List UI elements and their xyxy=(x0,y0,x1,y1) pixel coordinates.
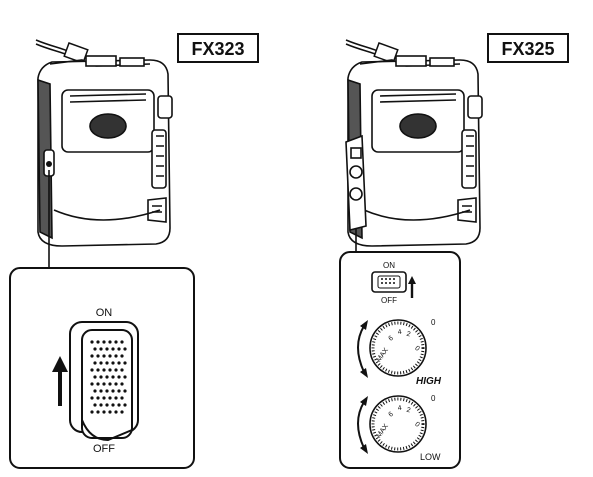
fx323-slide-switch xyxy=(69,321,139,442)
fx325-model-label: FX325 xyxy=(501,39,554,59)
fx325-low-dial-mark-4: 4 xyxy=(397,405,402,413)
fx325-high-dial-mark-4: 4 xyxy=(397,329,402,337)
fx325-low-label: LOW xyxy=(420,452,441,462)
fx323-body-switch xyxy=(43,149,55,177)
fx325-low-dial-mark-2: 2 xyxy=(406,407,412,415)
fx325-side-panel xyxy=(345,134,367,232)
fx325-small-up-arrow xyxy=(408,276,416,298)
fx323-up-arrow xyxy=(52,356,68,406)
fx325-headphone-plug xyxy=(345,39,399,64)
fx325-low-dial-min: 0 xyxy=(413,421,421,429)
fx325-label-box: FX325 xyxy=(487,33,569,63)
fx325-low-dial-mark-6: 6 xyxy=(388,411,395,419)
fx323-switch-grip xyxy=(90,340,127,414)
fx325-high-dial: 6 4 2 MAX 0 0 HIGH xyxy=(357,318,442,387)
fx325-high-dial-mark-6: 6 xyxy=(388,335,395,343)
fx325-high-label: HIGH xyxy=(416,376,442,387)
fx323-player-body xyxy=(37,55,173,247)
fx323-group: FX323 xyxy=(9,33,259,469)
fx323-switch-off-label: OFF xyxy=(93,443,115,455)
fx325-high-dial-mark-2: 2 xyxy=(406,331,412,339)
fx325-small-switch xyxy=(371,271,407,293)
fx325-group: FX325 xyxy=(339,33,569,469)
fx323-model-label: FX323 xyxy=(191,39,244,59)
fx325-low-dial: 6 4 2 MAX 0 0 LOW xyxy=(357,394,441,462)
fx325-low-dial-zero: 0 xyxy=(431,394,436,403)
fx325-player-body xyxy=(347,55,483,247)
fx325-switch-on-label: ON xyxy=(383,261,395,270)
fx323-label-box: FX323 xyxy=(177,33,259,63)
fx325-high-dial-zero: 0 xyxy=(431,318,436,327)
fx323-switch-on-label: ON xyxy=(96,307,113,319)
fx325-switch-off-label: OFF xyxy=(381,296,397,305)
fx325-high-dial-min: 0 xyxy=(413,345,421,353)
